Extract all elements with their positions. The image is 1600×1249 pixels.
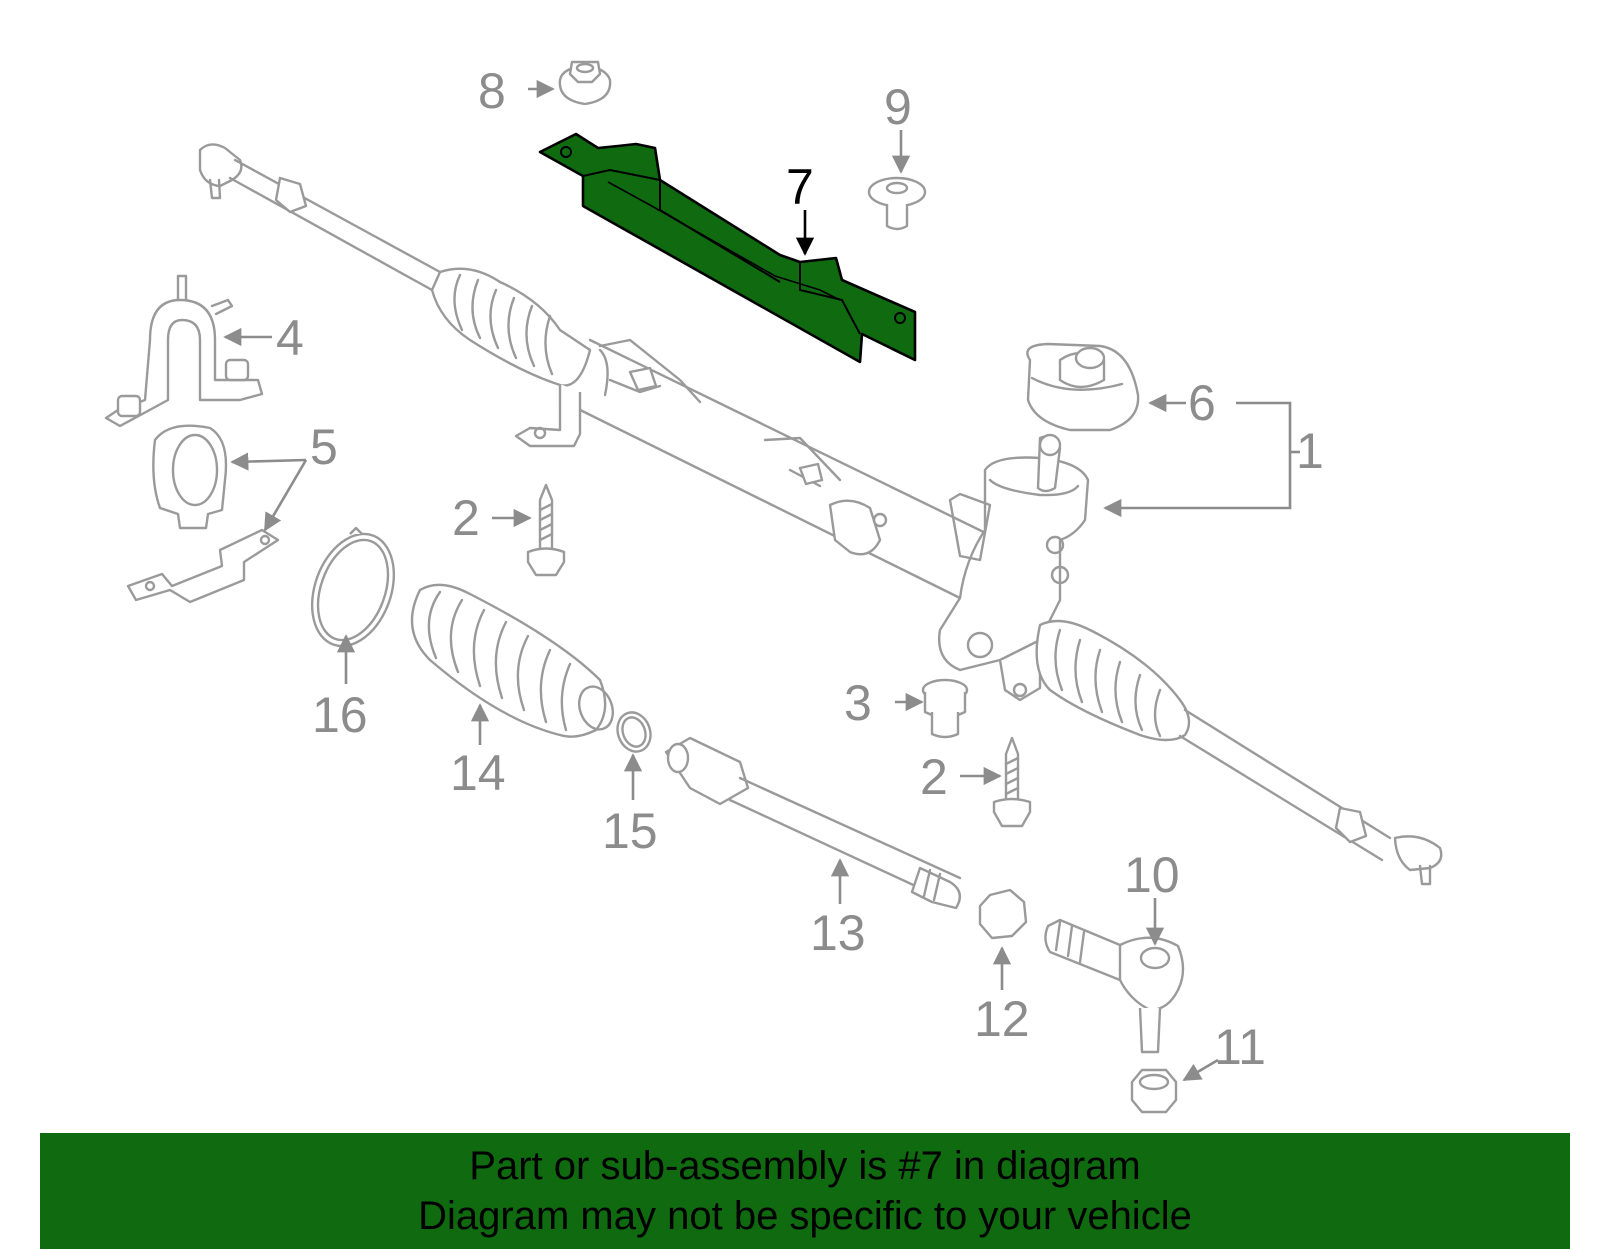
callout-2-upper: 2 bbox=[452, 490, 480, 546]
part-13-inner-tie-rod bbox=[664, 736, 962, 910]
steering-rack-assembly bbox=[198, 143, 1443, 886]
callout-4: 4 bbox=[276, 310, 304, 366]
part-6-cap bbox=[1026, 342, 1140, 432]
part-7-heat-shield[interactable] bbox=[538, 132, 917, 364]
callout-labels: 1 2 2 3 4 5 6 7 8 9 10 11 12 13 14 15 16 bbox=[276, 63, 1324, 1075]
banner-line-part-info: Part or sub-assembly is #7 in diagram bbox=[469, 1144, 1141, 1188]
callout-15: 15 bbox=[602, 803, 658, 859]
callout-7[interactable]: 7 bbox=[786, 159, 814, 215]
callout-3: 3 bbox=[844, 675, 872, 731]
part-2-bolt-upper bbox=[526, 483, 566, 577]
part-16-clamp-ring bbox=[310, 526, 396, 648]
callout-6: 6 bbox=[1188, 375, 1216, 431]
callout-5: 5 bbox=[310, 419, 338, 475]
callout-leaders bbox=[223, 79, 1300, 1082]
part-14-boot bbox=[410, 583, 615, 738]
part-2-bolt-lower bbox=[992, 736, 1032, 828]
callout-1: 1 bbox=[1296, 423, 1324, 479]
callout-13: 13 bbox=[810, 905, 866, 961]
callout-2-lower: 2 bbox=[920, 749, 948, 805]
callout-14: 14 bbox=[450, 745, 506, 801]
part-15-small-clamp bbox=[616, 711, 652, 753]
info-banner: Part or sub-assembly is #7 in diagram Di… bbox=[40, 1133, 1570, 1249]
callout-11: 11 bbox=[1214, 1019, 1266, 1075]
banner-line-disclaimer: Diagram may not be specific to your vehi… bbox=[418, 1194, 1192, 1238]
callout-10: 10 bbox=[1124, 847, 1180, 903]
part-8-flange-nut bbox=[558, 60, 612, 106]
part-10-outer-tie-rod-end bbox=[1044, 918, 1185, 1054]
part-11-nut bbox=[1130, 1068, 1178, 1114]
callout-8: 8 bbox=[478, 63, 506, 119]
callout-9: 9 bbox=[884, 79, 912, 135]
part-5-bushing-and-clamp bbox=[126, 424, 280, 604]
callout-12: 12 bbox=[974, 991, 1030, 1047]
part-12-washer bbox=[978, 888, 1028, 940]
callout-16: 16 bbox=[312, 687, 368, 743]
part-4-mount-bracket bbox=[104, 274, 264, 428]
part-9-clip bbox=[867, 176, 927, 231]
part-3-bushing bbox=[921, 678, 969, 739]
